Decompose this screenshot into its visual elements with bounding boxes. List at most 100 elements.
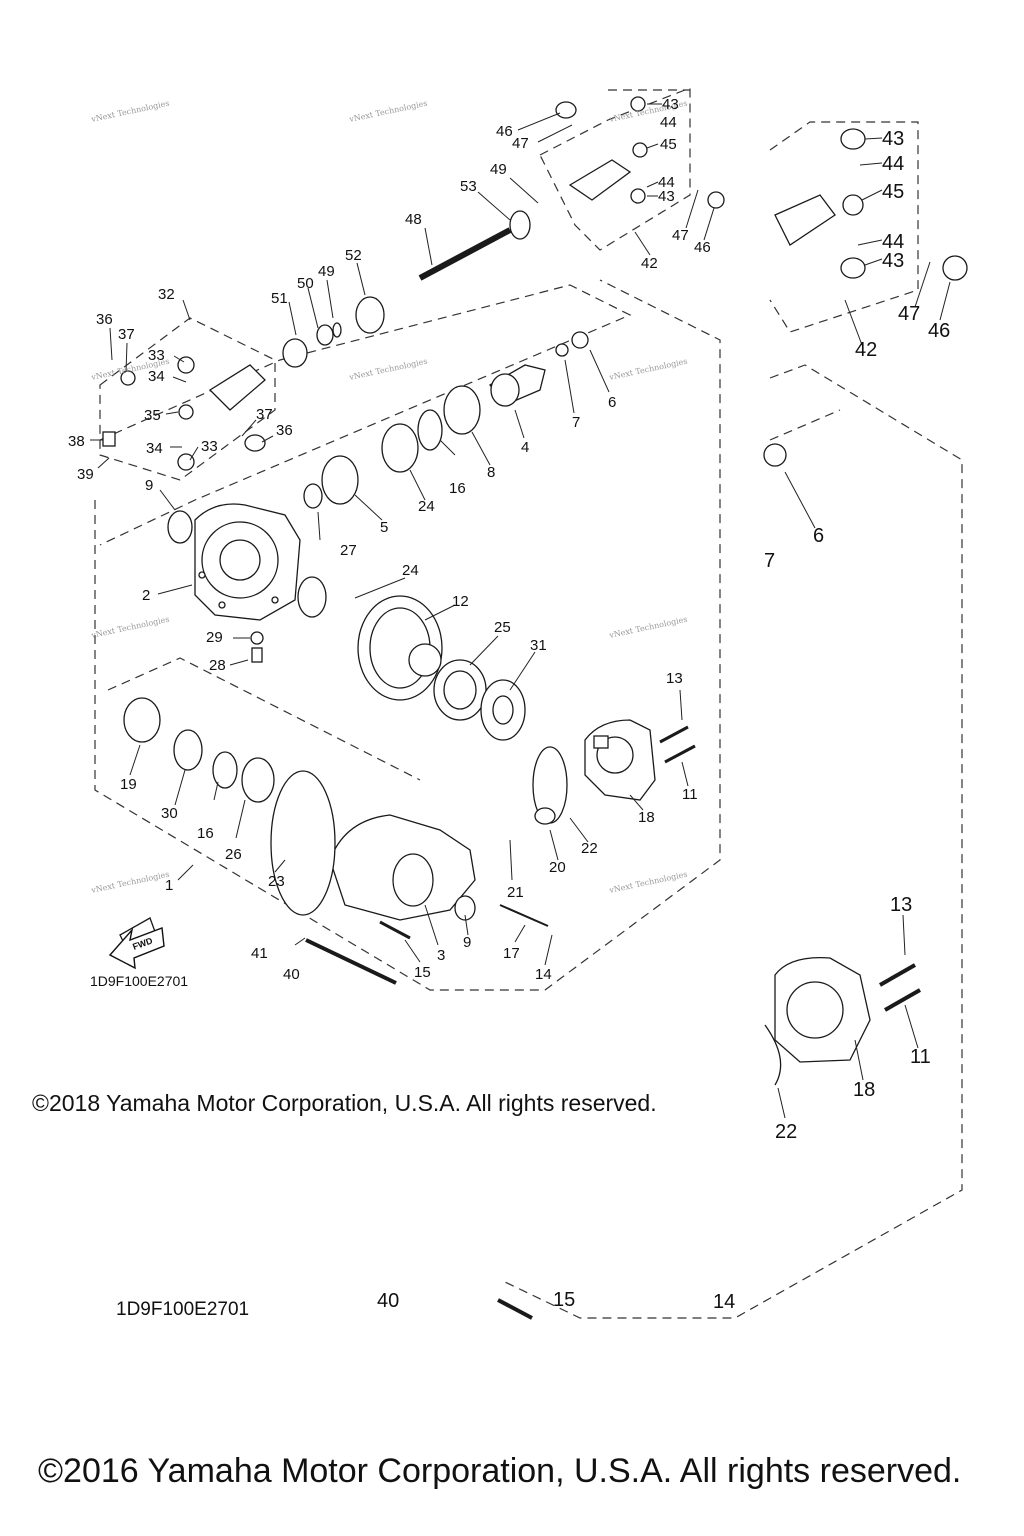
gear-case-cover — [532, 719, 656, 824]
callout-label: 39 — [77, 466, 94, 483]
callout-label: 2 — [142, 587, 150, 604]
callout-label: 7 — [572, 414, 580, 431]
callout-label: 42 — [641, 255, 658, 272]
callout-label: 22 — [581, 840, 598, 857]
callout-label: 3 — [437, 947, 445, 964]
callout-label: 14 — [713, 1291, 735, 1313]
callout-label: 41 — [251, 945, 268, 962]
callout-label: 24 — [402, 562, 419, 579]
watermark: vNext Technologies — [348, 357, 429, 383]
callout-label: 34 — [146, 440, 163, 457]
callout-label: 28 — [209, 657, 226, 674]
watermark: vNext Technologies — [608, 357, 689, 383]
assembly-boundaries — [94, 87, 963, 1319]
callout-label: 9 — [463, 934, 471, 951]
callout-label: 52 — [345, 247, 362, 264]
copyright-notice: ©2018 Yamaha Motor Corporation, U.S.A. A… — [32, 1090, 657, 1116]
diagram-code: 1D9F100E2701 — [90, 973, 189, 989]
callout-label: 50 — [297, 275, 314, 292]
watermark: vNext Technologies — [608, 870, 689, 896]
callout-labels: 1 2 3 4 5 6 7 8 9 9 11 12 13 14 15 16 16… — [68, 96, 711, 983]
callout-label: 9 — [145, 477, 153, 494]
callout-label: 7 — [764, 550, 775, 572]
diagram-code-large: 1D9F100E2701 — [116, 1299, 250, 1320]
callout-label: 49 — [490, 161, 507, 178]
callout-label: 46 — [694, 239, 711, 256]
zoom-callout-labels: 43 43 44 44 45 42 46 47 6 7 13 11 18 22 … — [377, 128, 950, 1313]
callout-label: 11 — [682, 786, 698, 803]
universal-joints — [102, 96, 725, 471]
callout-label: 16 — [449, 480, 466, 497]
callout-label: 37 — [118, 326, 135, 343]
callout-label: 8 — [487, 464, 495, 481]
callout-label: 38 — [68, 433, 85, 450]
callout-label: 42 — [855, 339, 877, 361]
callout-label: 6 — [813, 525, 824, 547]
callout-label: 4 — [521, 439, 529, 456]
callout-label: 22 — [775, 1121, 797, 1143]
callout-label: 48 — [405, 211, 422, 228]
callout-label: 44 — [658, 174, 675, 191]
callout-label: 46 — [928, 320, 950, 342]
callout-label: 15 — [414, 964, 431, 981]
callout-label: 46 — [496, 123, 513, 140]
callout-label: 43 — [658, 188, 675, 205]
callout-label: 40 — [283, 966, 300, 983]
callout-label: 47 — [672, 227, 689, 244]
ring-gear-assembly — [357, 595, 526, 741]
callout-label: 43 — [882, 128, 904, 150]
callout-label: 1 — [165, 877, 173, 894]
rear-gear-case-housing — [194, 503, 301, 621]
fwd-arrow-icon: FWD — [108, 927, 165, 970]
callout-label: 12 — [452, 593, 469, 610]
callout-label: 32 — [158, 286, 175, 303]
pinion-and-bearings — [303, 331, 589, 509]
callout-label: 18 — [638, 809, 655, 826]
callout-label: 47 — [898, 303, 920, 325]
callout-label: 49 — [318, 263, 335, 280]
drive-shaft — [282, 210, 531, 368]
watermark: vNext Technologies — [90, 615, 171, 641]
callout-label: 19 — [120, 776, 137, 793]
callout-label: 44 — [660, 114, 677, 131]
callout-label: 51 — [271, 290, 288, 307]
callout-label: 31 — [530, 637, 547, 654]
watermark: vNext Technologies — [90, 99, 171, 125]
callout-label: 13 — [890, 894, 912, 916]
callout-label: 15 — [553, 1289, 575, 1311]
callout-label: 6 — [608, 394, 616, 411]
callout-label: 24 — [418, 498, 435, 515]
callout-label: 35 — [144, 407, 161, 424]
watermark: vNext Technologies — [90, 870, 171, 896]
callout-label: 14 — [535, 966, 552, 983]
callout-label: 29 — [206, 629, 223, 646]
callout-label: 45 — [882, 181, 904, 203]
callout-label: 44 — [882, 231, 904, 253]
zoom-overlay-parts — [119, 128, 968, 1320]
callout-label: 17 — [503, 945, 520, 962]
callout-label: 27 — [340, 542, 357, 559]
callout-label: 25 — [494, 619, 511, 636]
fasteners — [123, 510, 696, 985]
callout-label: 18 — [853, 1079, 875, 1101]
callout-label: 33 — [148, 347, 165, 364]
callout-label: 43 — [662, 96, 679, 113]
callout-label: 20 — [549, 859, 566, 876]
callout-label: 43 — [882, 250, 904, 272]
callout-label: 36 — [96, 311, 113, 328]
callout-label: 47 — [512, 135, 529, 152]
watermark: vNext Technologies — [608, 615, 689, 641]
callout-label: 5 — [380, 519, 388, 536]
callout-label: 30 — [161, 805, 178, 822]
callout-label: 33 — [201, 438, 218, 455]
leader-lines — [90, 103, 951, 1119]
callout-label: 34 — [148, 368, 165, 385]
callout-label: 11 — [910, 1046, 931, 1068]
callout-label: 40 — [377, 1290, 399, 1312]
copyright-notice-large: ©2016 Yamaha Motor Corporation, U.S.A. A… — [38, 1452, 962, 1490]
callout-label: 37 — [256, 406, 273, 423]
callout-label: 13 — [666, 670, 683, 687]
callout-label: 44 — [882, 153, 904, 175]
lower-gear-case — [270, 770, 476, 921]
